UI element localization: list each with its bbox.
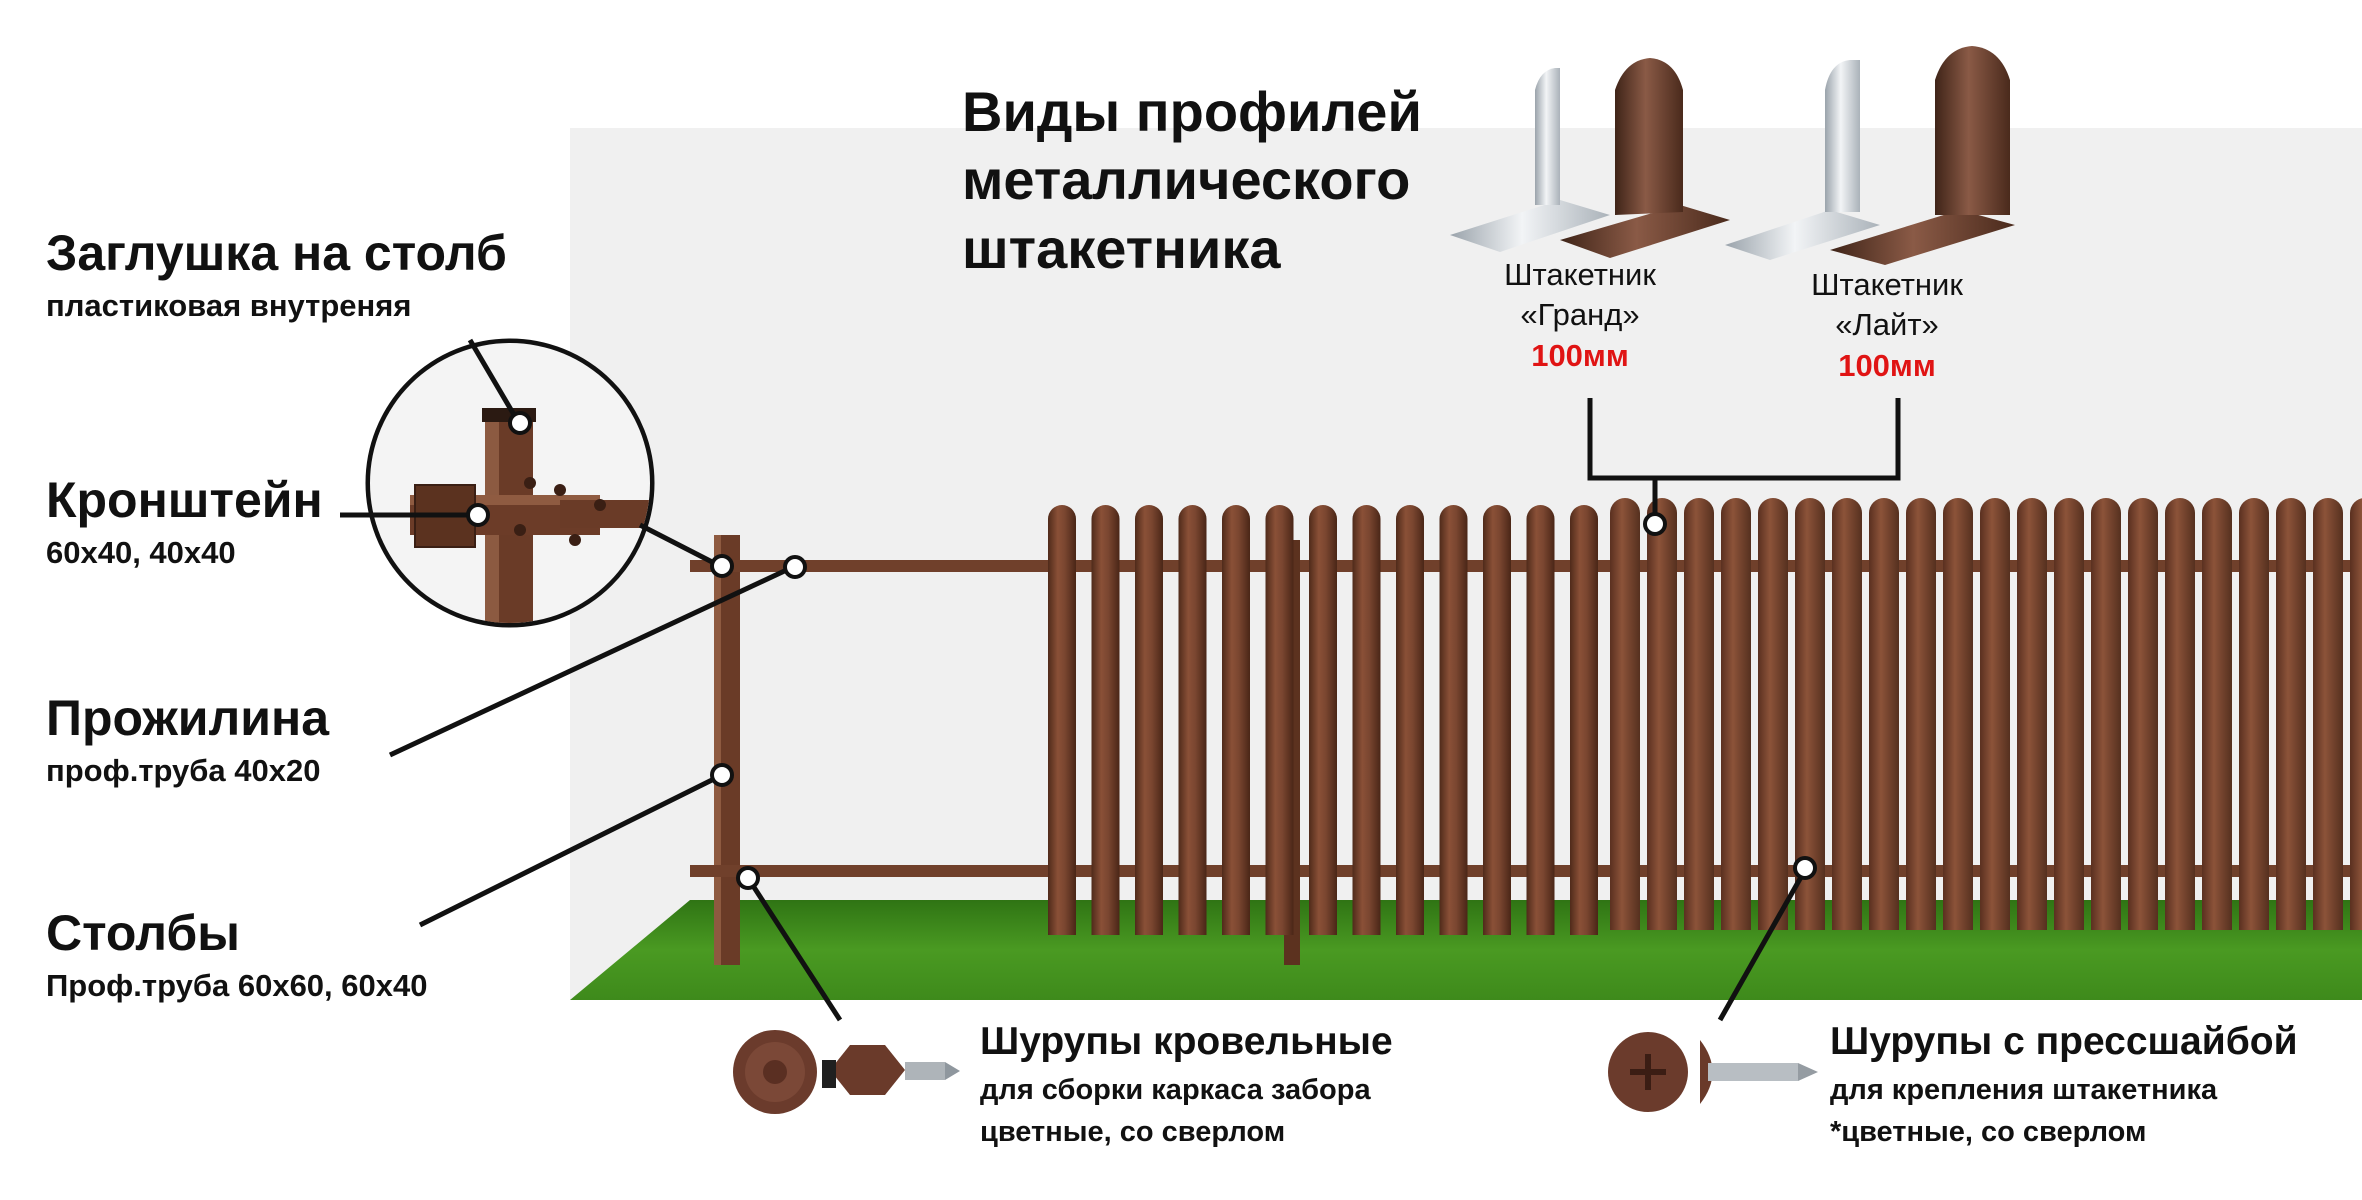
label-bracket-subtitle: 60х40, 40х40 [46, 535, 236, 570]
screws-roofing-line1: для сборки каркаса забора [980, 1074, 1371, 1106]
label-bracket-title: Кронштейн [46, 472, 323, 528]
picket [2017, 498, 2047, 930]
product-grand: Штакетник «Гранд» 100мм [1490, 255, 1670, 376]
picket [1526, 505, 1555, 935]
label-posts: Столбы Проф.труба 60х60, 60х40 [46, 908, 427, 1001]
picket [2313, 498, 2343, 930]
profile-grand-image [1450, 58, 1730, 258]
product-grand-model: «Гранд» [1520, 297, 1640, 333]
picket-group-spaced [1048, 505, 1598, 935]
label-cap-title: Заглушка на столб [46, 225, 507, 281]
picket-group-dense [1610, 498, 2362, 930]
picket [1721, 498, 1751, 930]
screws-roofing-line2: цветные, со сверлом [980, 1116, 1286, 1149]
picket [1832, 498, 1862, 930]
product-lite-size: 100мм [1838, 347, 1936, 383]
press-screw-image [1608, 1032, 1818, 1112]
marker-picket [1643, 512, 1667, 536]
picket [1178, 505, 1207, 935]
zoom-circle [365, 338, 655, 628]
marker-cap [508, 411, 532, 435]
product-grand-size: 100мм [1531, 337, 1629, 373]
picket [2165, 498, 2195, 930]
label-bracket: Кронштейн 60х40, 40х40 [46, 475, 323, 568]
picket [1869, 498, 1899, 930]
picket [1758, 498, 1788, 930]
picket [1610, 498, 1640, 930]
picket [2128, 498, 2158, 930]
marker-rail [783, 555, 807, 579]
screws-press: Шурупы с прессшайбой для крепления штаке… [1830, 1022, 2298, 1153]
roofing-screw-image [733, 1030, 960, 1114]
marker-bracket-zoom [466, 503, 490, 527]
marker-bracket [710, 554, 734, 578]
picket [2350, 498, 2362, 930]
screws-press-title: Шурупы с прессшайбой [1830, 1020, 2298, 1063]
picket [2239, 498, 2269, 930]
picket [1091, 505, 1120, 935]
label-cap: Заглушка на столб пластиковая внутреняя [46, 228, 507, 321]
marker-press-screw [1793, 856, 1817, 880]
picket [1647, 498, 1677, 930]
main-title: Виды профилей металлического штакетника [962, 78, 1422, 283]
product-lite-name: Штакетник [1811, 267, 1963, 302]
picket [1483, 505, 1511, 935]
picket [1135, 505, 1163, 935]
picket [1439, 505, 1468, 935]
picket [1222, 505, 1250, 935]
picket [1396, 505, 1424, 935]
marker-post [710, 763, 734, 787]
title-line-2: металлического [962, 148, 1411, 212]
screws-roofing: Шурупы кровельные для сборки каркаса заб… [980, 1022, 1393, 1153]
product-lite-model: «Лайт» [1835, 307, 1939, 343]
label-cap-subtitle: пластиковая внутреняя [46, 288, 412, 323]
picket [1980, 498, 2010, 930]
picket [1352, 505, 1381, 935]
picket [1570, 505, 1598, 935]
product-grand-name: Штакетник [1504, 257, 1656, 292]
label-rail-title: Прожилина [46, 690, 330, 746]
label-rail-subtitle: проф.труба 40х20 [46, 753, 321, 788]
label-posts-title: Столбы [46, 905, 240, 961]
title-line-3: штакетника [962, 216, 1281, 280]
picket [2054, 498, 2084, 930]
product-lite: Штакетник «Лайт» 100мм [1797, 265, 1977, 386]
marker-roofing-screw [736, 866, 760, 890]
picket [1795, 498, 1825, 930]
picket [2202, 498, 2232, 930]
leader-lines [340, 338, 1901, 1022]
label-posts-subtitle: Проф.труба 60х60, 60х40 [46, 968, 428, 1003]
picket [2091, 498, 2121, 930]
picket [1906, 498, 1936, 930]
profile-lite-image [1725, 46, 2015, 265]
title-line-1: Виды профилей [962, 80, 1422, 143]
picket [1309, 505, 1337, 935]
screws-press-line1: для крепления штакетника [1830, 1074, 2218, 1106]
picket [2276, 498, 2306, 930]
picket [1048, 505, 1076, 935]
picket [1684, 498, 1714, 930]
picket [1943, 498, 1973, 930]
picket [1265, 505, 1294, 935]
label-rail: Прожилина проф.труба 40х20 [46, 693, 329, 786]
screws-roofing-title: Шурупы кровельные [980, 1020, 1393, 1063]
screws-press-line2: *цветные, со сверлом [1830, 1116, 2147, 1149]
